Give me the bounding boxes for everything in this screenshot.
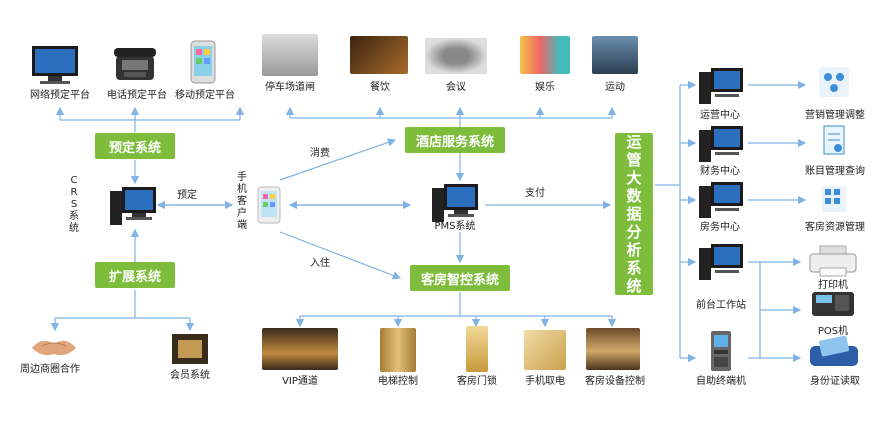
hotel-service-system: 酒店服务系统 [405, 127, 505, 153]
crs-server-icon [108, 185, 160, 233]
marketing-icon [818, 66, 850, 102]
front-desk-label: 前台工作站 [696, 300, 746, 311]
parking-gate-image [262, 34, 318, 76]
room-vip-label: VIP通道 [282, 376, 318, 387]
edge-checkin-label: 入住 [310, 258, 330, 269]
room-power-label: 手机取电 [525, 376, 565, 387]
finance-center-label: 财务中心 [700, 166, 740, 177]
room-device-label: 客房设备控制 [585, 376, 645, 387]
power-switch-image [524, 330, 566, 370]
door-lock-image [466, 326, 488, 372]
room-control-system: 客房智控系统 [410, 265, 510, 291]
kiosk-label: 自助终端机 [696, 376, 746, 387]
function-printer-label: 打印机 [818, 280, 848, 291]
room-device-image [586, 328, 640, 370]
service-parking-label: 停车场道闸 [265, 82, 315, 93]
elevator-image [380, 328, 416, 372]
edge-consume-label: 消费 [310, 148, 330, 159]
function-pos-label: POS机 [817, 326, 849, 337]
entertainment-image [520, 36, 570, 74]
telephone-icon [112, 42, 158, 88]
function-room-resource-label: 客房资源管理 [805, 222, 865, 233]
expansion-system: 扩展系统 [95, 262, 175, 288]
front-desk-icon [697, 242, 745, 288]
pms-label: PMS系统 [434, 221, 476, 232]
function-id-reader-label: 身份证读取 [810, 376, 860, 387]
edge-booking-label: 预定 [177, 190, 197, 201]
expansion-member-label: 会员系统 [170, 370, 210, 381]
id-reader-icon [808, 335, 860, 372]
vip-channel-image [262, 328, 338, 370]
expansion-partner-label: 周边商圈合作 [20, 364, 80, 375]
printer-icon [808, 244, 858, 282]
crs-label: CRS系统 [69, 175, 79, 234]
service-dining-label: 餐饮 [370, 82, 390, 93]
mobile-client-icon [256, 186, 282, 228]
sports-image [592, 36, 638, 74]
room-elevator-label: 电梯控制 [378, 376, 418, 387]
mobile-client-label: 手机客户端 [237, 172, 247, 231]
finance-center-icon [697, 124, 745, 170]
booking-system: 预定系统 [95, 133, 175, 159]
room-lock-label: 客房门锁 [457, 376, 497, 387]
pos-terminal-icon [808, 290, 858, 322]
housekeeping-center-label: 房务中心 [700, 222, 740, 233]
channel-mobile-label: 移动预定平台 [175, 90, 235, 101]
pms-server-icon [430, 182, 482, 230]
handshake-icon [28, 330, 80, 366]
service-sports-label: 运动 [605, 82, 625, 93]
ops-center-label: 运营中心 [700, 110, 740, 121]
room-resource-icon [818, 182, 850, 220]
function-account-label: 账目管理查询 [805, 166, 865, 177]
function-marketing-label: 营销管理调整 [805, 110, 865, 121]
bigdata-system: 运管大数据分析系统 [615, 133, 653, 295]
computer-icon [28, 44, 82, 90]
bigdata-label: 运管大数据分析系统 [626, 133, 642, 295]
meeting-image [425, 38, 487, 74]
restaurant-image [350, 36, 408, 74]
member-card-icon [170, 332, 210, 370]
kiosk-icon [708, 330, 734, 376]
service-meeting-label: 会议 [446, 82, 466, 93]
operations-center-icon [697, 66, 745, 112]
housekeeping-center-icon [697, 180, 745, 226]
account-query-icon [818, 124, 850, 162]
mobile-phone-icon [188, 40, 218, 88]
channel-online-label: 网络预定平台 [30, 90, 90, 101]
service-entertainment-label: 娱乐 [535, 82, 555, 93]
channel-phone-label: 电话预定平台 [107, 90, 167, 101]
edge-payment-label: 支付 [525, 188, 545, 199]
